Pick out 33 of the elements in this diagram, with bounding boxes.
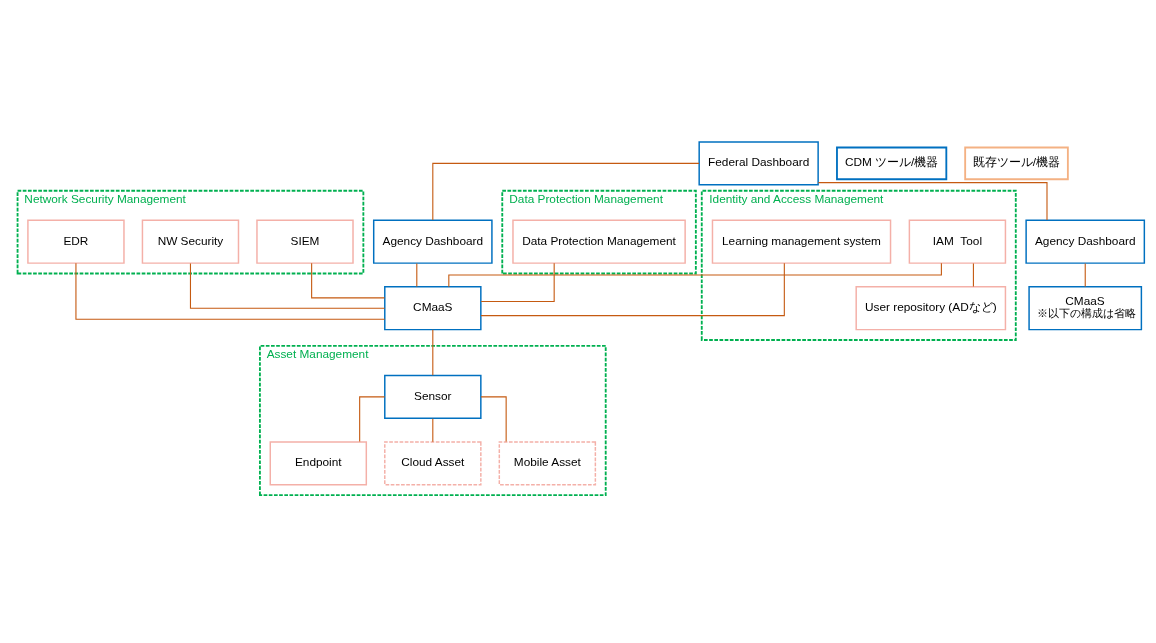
connector (480, 262, 785, 317)
node-box: Learning management system (711, 219, 892, 264)
connector (480, 396, 507, 443)
connector (480, 262, 555, 303)
connector (189, 262, 386, 309)
node-box: EDR (27, 219, 125, 264)
connector (432, 418, 434, 443)
node-box: CMaaS (384, 286, 482, 331)
connector (359, 396, 386, 443)
node-box: Federal Dashboard (698, 141, 819, 186)
node-box: Cloud Asset (384, 441, 482, 486)
connector (416, 262, 418, 288)
connector (432, 162, 700, 221)
node-box: NW Security (141, 219, 240, 264)
node-box: SIEM (256, 219, 354, 264)
connector (448, 262, 942, 288)
connector (75, 262, 386, 320)
node-box: Mobile Asset (498, 441, 597, 486)
node-box: IAM Tool (908, 219, 1007, 264)
legend-label: CDM ツール/機器 (844, 155, 939, 170)
connector (817, 182, 1048, 221)
node-box: Endpoint (269, 441, 368, 486)
node-box: CMaaS ※以下の構成は省略 (1028, 286, 1143, 331)
connector (311, 262, 386, 299)
connector (1084, 262, 1086, 288)
connector (972, 262, 974, 288)
node-box: User repository (ADなど) (855, 286, 1007, 331)
node-box: Sensor (384, 374, 482, 420)
legend-label: 既存ツール/機器 (972, 155, 1061, 170)
node-box: Agency Dashboard (1025, 219, 1146, 264)
connector (432, 329, 434, 376)
node-box: Data Protection Management (512, 219, 686, 264)
node-box: Agency Dashboard (372, 219, 493, 264)
